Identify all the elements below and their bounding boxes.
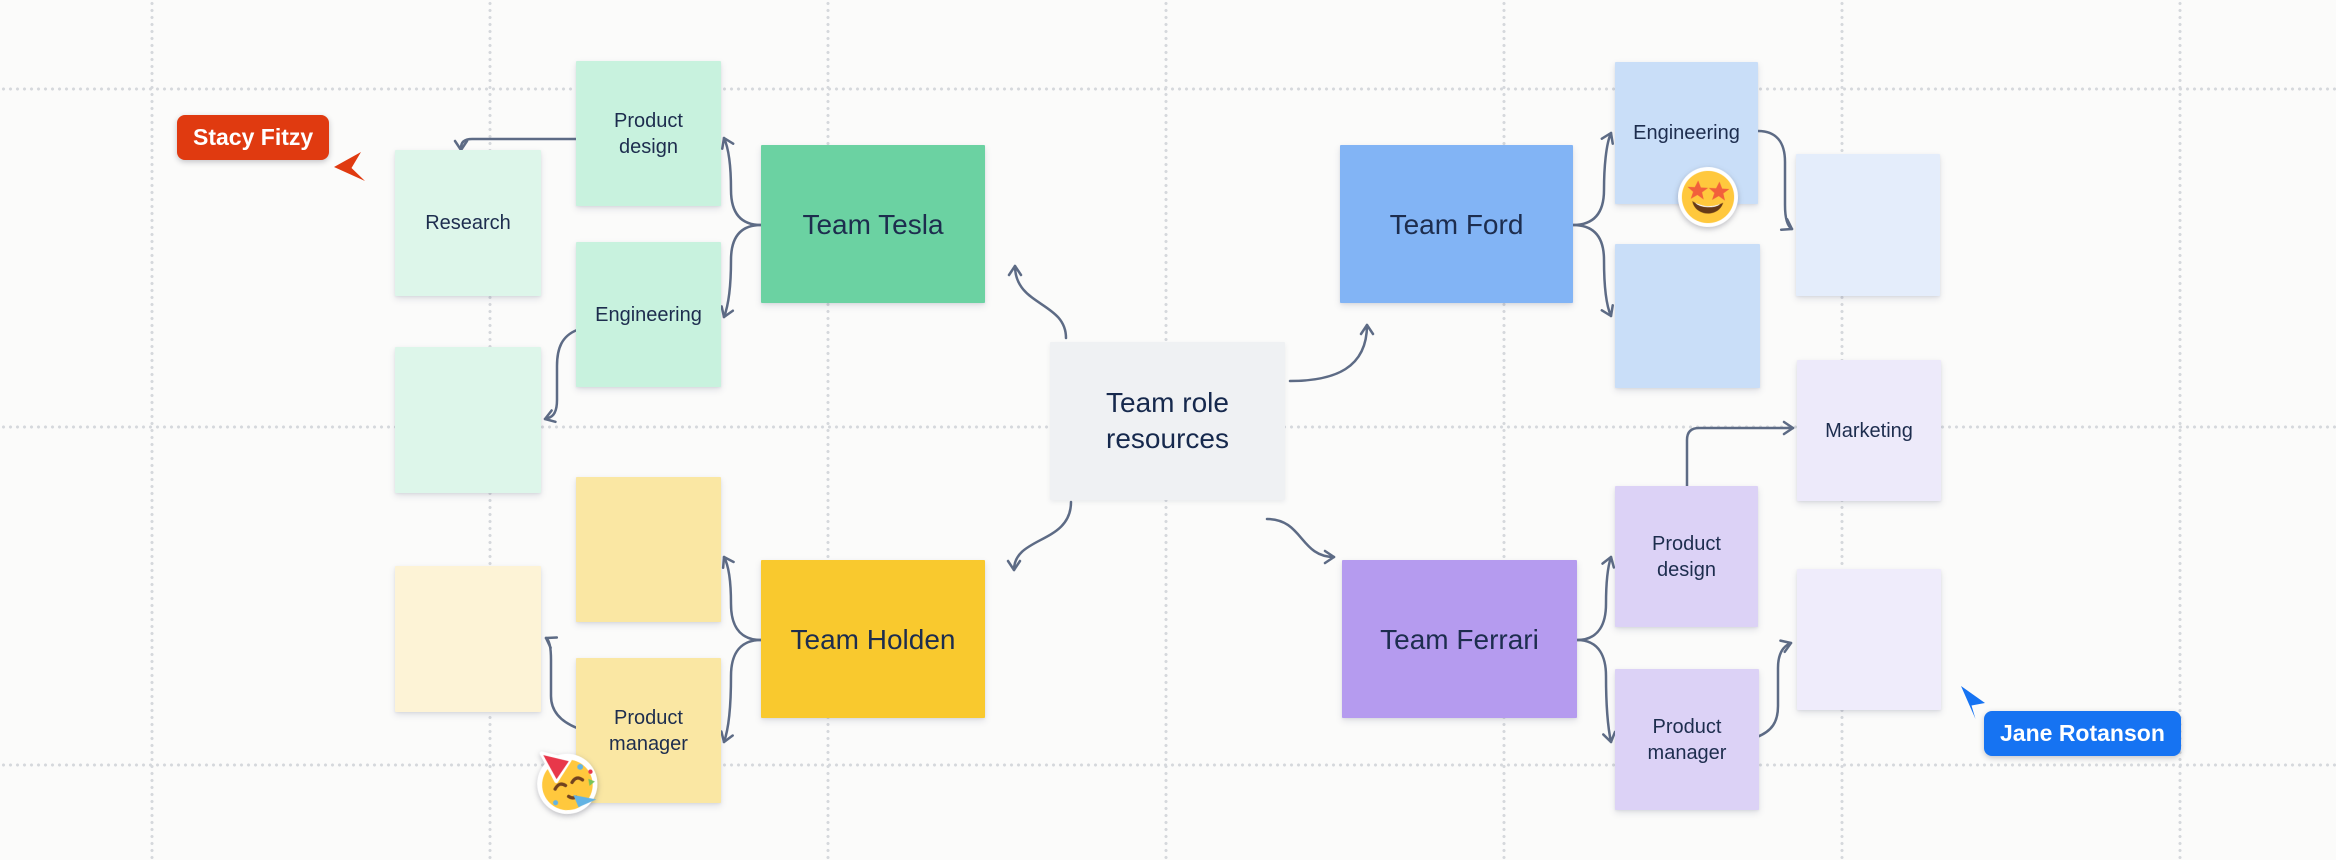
sticky-engineering-green[interactable]: Engineering <box>576 242 721 387</box>
connector-productdesign-research[interactable] <box>453 137 578 152</box>
sticky-empty-yellow[interactable] <box>576 477 721 622</box>
center-topic-node[interactable]: Team role resources <box>1050 342 1285 500</box>
connector-engineeringblue-lightblue[interactable] <box>1756 129 1794 231</box>
connector-center-ford[interactable] <box>1288 323 1375 383</box>
sticky-product-design-green[interactable]: Product design <box>576 61 721 206</box>
sticky-product-manager-purple[interactable]: Product manager <box>1615 669 1759 810</box>
connector-holden-productmanager[interactable] <box>720 638 763 744</box>
connector-productdesignpurple-marketing[interactable] <box>1685 420 1795 488</box>
sticky-engineering-blue-label: Engineering <box>1633 122 1740 144</box>
connector-tesla-engineering[interactable] <box>720 223 763 319</box>
connector-engineering-emptygreen[interactable] <box>543 328 579 424</box>
sticky-product-design-green-label: Product design <box>614 109 683 158</box>
sticky-product-design-purple[interactable]: Product design <box>1615 486 1758 627</box>
sticky-product-design-purple-label: Product design <box>1652 532 1721 581</box>
sticky-empty-blue[interactable] <box>1615 244 1760 388</box>
sticky-product-manager-yellow[interactable]: Product manager <box>576 658 721 803</box>
connector-center-ferrari[interactable] <box>1265 517 1336 565</box>
sticky-product-manager-yellow-label: Product manager <box>609 706 688 755</box>
jane-cursor-icon <box>1961 686 1985 719</box>
user-label-jane: Jane Rotanson <box>1984 711 2181 756</box>
user-label-stacy: Stacy Fitzy <box>177 115 330 160</box>
connector-holden-emptyyellow[interactable] <box>721 555 763 642</box>
team-ford-label: Team Ford <box>1389 208 1524 240</box>
sticky-empty-green[interactable] <box>395 347 541 493</box>
team-holden-label: Team Holden <box>790 623 956 655</box>
stacy-cursor-icon <box>334 152 365 181</box>
center-topic-label: Team role resources <box>1106 386 1229 454</box>
connector-productmanager-paleyellow[interactable] <box>544 636 579 730</box>
team-ford-node[interactable]: Team Ford <box>1340 145 1573 303</box>
team-tesla-label: Team Tesla <box>802 208 944 240</box>
team-ferrari-node[interactable]: Team Ferrari <box>1342 560 1577 718</box>
partying-face-emoji-icon[interactable] <box>529 743 606 820</box>
connector-ferrari-productmanager[interactable] <box>1575 638 1617 744</box>
connector-center-holden[interactable] <box>1006 500 1073 572</box>
team-holden-node[interactable]: Team Holden <box>761 560 985 718</box>
sticky-marketing[interactable]: Marketing <box>1797 360 1941 501</box>
connector-ferrari-productdesign[interactable] <box>1575 555 1616 642</box>
star-struck-emoji-icon[interactable] <box>1675 164 1740 229</box>
sticky-engineering-green-label: Engineering <box>595 303 702 326</box>
sticky-research-label: Research <box>425 212 511 234</box>
sticky-marketing-label: Marketing <box>1825 419 1913 442</box>
connector-ford-emptyblue[interactable] <box>1571 223 1614 318</box>
sticky-product-manager-purple-label: Product manager <box>1647 715 1727 764</box>
sticky-research[interactable]: Research <box>395 150 541 296</box>
connector-center-tesla[interactable] <box>1007 264 1068 340</box>
connector-tesla-productdesign[interactable] <box>721 136 763 227</box>
team-ferrari-label: Team Ferrari <box>1380 623 1539 655</box>
sticky-empty-light-blue[interactable] <box>1796 154 1940 296</box>
connector-ford-engineeringblue[interactable] <box>1571 131 1614 227</box>
sticky-empty-purple[interactable] <box>1797 569 1941 710</box>
sticky-empty-pale-yellow[interactable] <box>395 566 541 712</box>
team-tesla-node[interactable]: Team Tesla <box>761 145 985 303</box>
connector-productmanagerpurple-emptypurple[interactable] <box>1755 639 1793 739</box>
